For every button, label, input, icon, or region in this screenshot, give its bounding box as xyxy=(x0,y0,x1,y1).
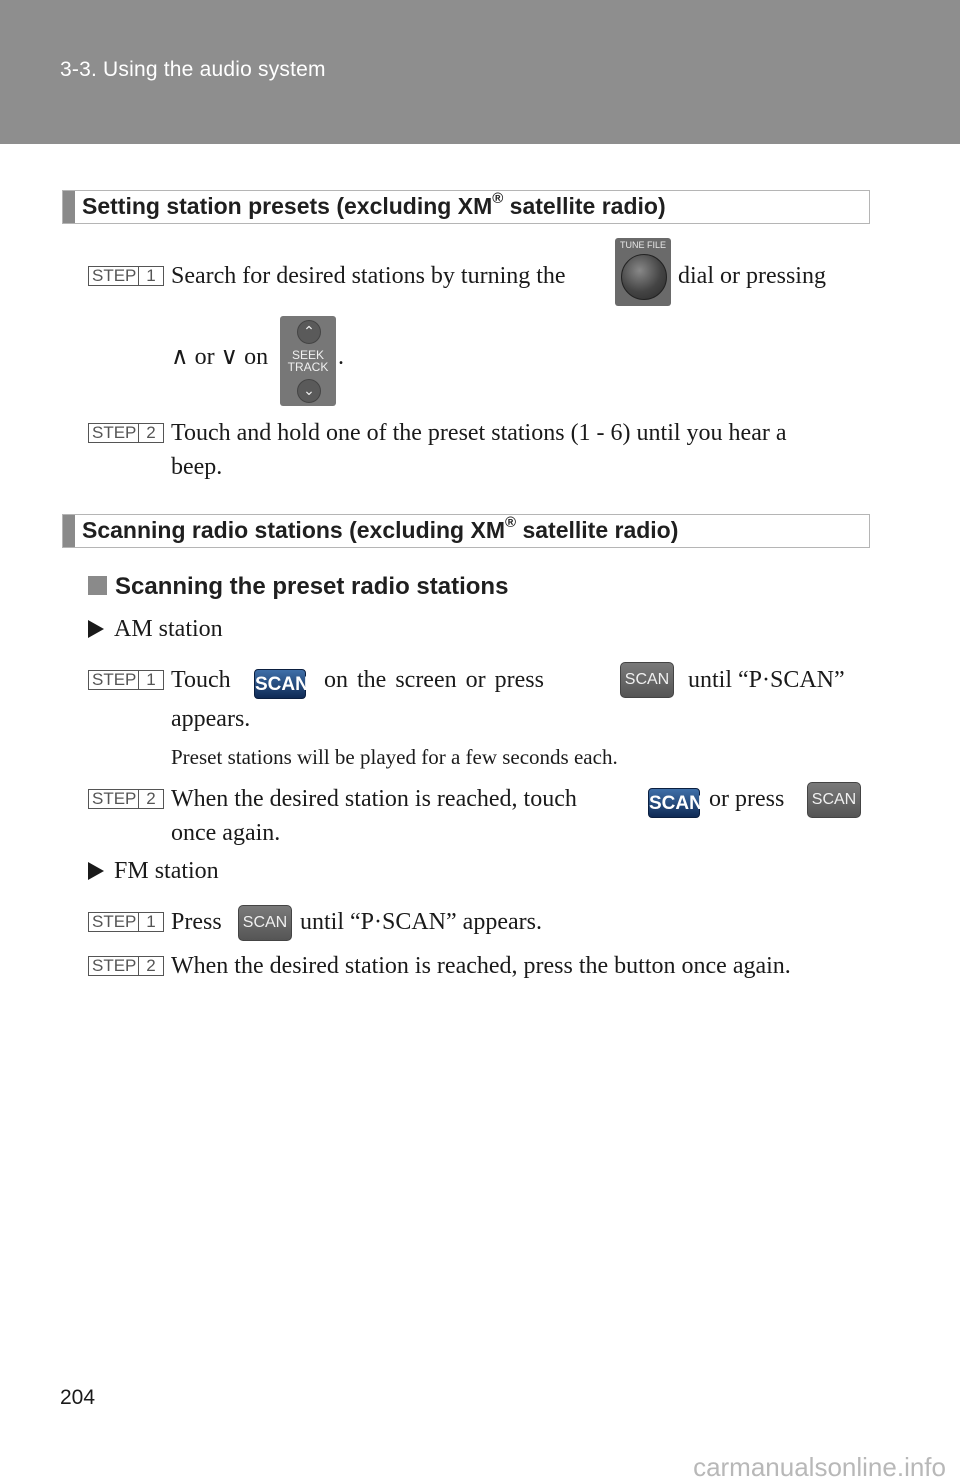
am-step2-line2: once again. xyxy=(171,820,281,846)
section-heading-scanning: Scanning radio stations (excluding XM® s… xyxy=(62,514,870,548)
am-step2-text-a: When the desired station is reached, tou… xyxy=(171,786,577,812)
square-bullet-icon xyxy=(88,576,107,595)
page-number: 204 xyxy=(60,1386,96,1409)
am-step1-text-a: Touch xyxy=(171,667,231,693)
scan-screen-button-icon: SCAN xyxy=(254,669,309,699)
am-step1-text-b: on the screen or press xyxy=(324,667,544,693)
fm-station-label: FM station xyxy=(88,854,219,888)
scan-hardware-button-icon: SCAN xyxy=(620,662,674,698)
am-step1-text-c: until “P·SCAN” xyxy=(688,667,845,693)
triangle-bullet-icon xyxy=(88,620,104,638)
heading-text: Scanning radio stations (excluding XM® s… xyxy=(82,514,679,543)
chevron-down-icon: ⌄ xyxy=(297,379,321,403)
step2-text: Touch and hold one of the preset station… xyxy=(171,420,787,446)
heading-text: Setting station presets (excluding XM® s… xyxy=(82,190,666,219)
subheading-preset-scan: Scanning the preset radio stations xyxy=(88,573,508,601)
tune-file-dial-icon: TUNE FILE xyxy=(615,238,671,306)
step1-text-a: Search for desired stations by turning t… xyxy=(171,263,566,289)
scan-hardware-button-icon: SCAN xyxy=(807,782,861,818)
triangle-bullet-icon xyxy=(88,862,104,880)
fm-step1-text-a: Press xyxy=(171,909,222,935)
am-station-label: AM station xyxy=(88,612,223,646)
am-note: Preset stations will be played for a few… xyxy=(171,745,618,769)
watermark: carmanualsonline.info xyxy=(693,1452,946,1482)
period: . xyxy=(338,344,344,370)
heading-bar xyxy=(63,191,75,223)
heading-bar xyxy=(63,515,75,547)
am-step1-line2: appears. xyxy=(171,706,251,732)
step1-text-c: ∧ or ∨ on xyxy=(171,344,269,370)
fm-step2-text: When the desired station is reached, pre… xyxy=(171,953,791,979)
chevron-up-icon: ⌃ xyxy=(297,320,321,344)
scan-hardware-button-icon: SCAN xyxy=(238,905,292,941)
step1-text-b: dial or pressing xyxy=(678,263,826,289)
fm-step1-text-b: until “P·SCAN” appears. xyxy=(300,909,542,935)
section-heading-presets: Setting station presets (excluding XM® s… xyxy=(62,190,870,224)
step2-text-line2: beep. xyxy=(171,454,223,480)
section-title: 3-3. Using the audio system xyxy=(60,58,326,81)
header-band xyxy=(0,0,960,144)
am-step2-text-b: or press xyxy=(709,786,785,812)
scan-screen-button-icon: SCAN xyxy=(648,788,703,818)
